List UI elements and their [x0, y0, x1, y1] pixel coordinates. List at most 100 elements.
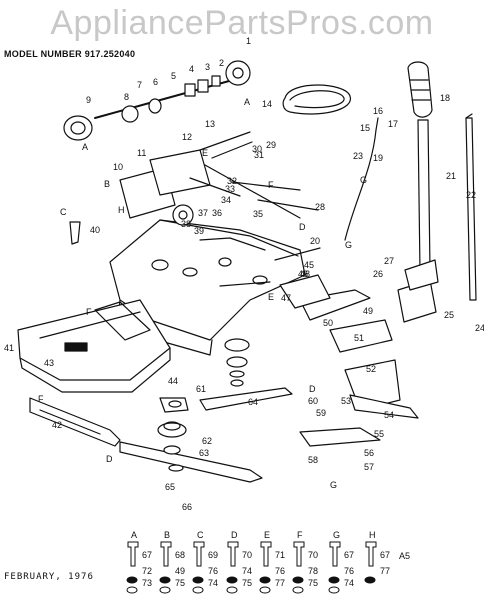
callout-43: 43: [44, 358, 54, 368]
callout-25: 25: [444, 310, 454, 320]
callout-35: 35: [253, 209, 263, 219]
legend-part-number: 76: [344, 566, 354, 576]
steering-column: [417, 119, 431, 273]
bolt-icon: [260, 541, 272, 567]
legend-part-number: 75: [308, 578, 318, 588]
callout-37: 37: [198, 208, 208, 218]
callout-5: 5: [171, 71, 176, 81]
callout-13: 13: [205, 119, 215, 129]
legend-part-number: 76: [208, 566, 218, 576]
callout-36: 36: [212, 208, 222, 218]
washer-icon: [192, 576, 204, 584]
letter-key-f: F: [38, 394, 44, 404]
callout-39: 39: [194, 226, 204, 236]
callout-38: 38: [181, 219, 191, 229]
callout-45: 45: [304, 260, 314, 270]
callout-30: 30: [252, 144, 262, 154]
callout-15: 15: [360, 123, 370, 133]
callout-53: 53: [341, 396, 351, 406]
callout-61: 61: [196, 384, 206, 394]
footer-code: A5: [399, 551, 411, 561]
callout-31: 31: [254, 150, 264, 160]
washer-icon: [159, 576, 171, 584]
callout-62: 62: [202, 436, 212, 446]
callout-22: 22: [466, 190, 476, 200]
callout-46: 46: [298, 269, 308, 279]
callout-27: 27: [384, 256, 394, 266]
callout-63: 63: [199, 448, 209, 458]
letter-key-c: C: [60, 207, 67, 217]
callout-12: 12: [182, 132, 192, 142]
callout-32: 32: [227, 176, 237, 186]
legend-key-h: H: [369, 530, 376, 540]
callout-50: 50: [323, 318, 333, 328]
nut-icon: [328, 586, 340, 594]
legend-part-number: 67: [344, 550, 354, 560]
bolt-icon: [160, 541, 172, 567]
callout-57: 57: [364, 462, 374, 472]
nut-icon: [192, 586, 204, 594]
callout-34: 34: [221, 195, 231, 205]
callout-28: 28: [315, 202, 325, 212]
callout-6: 6: [153, 77, 158, 87]
callout-8: 8: [124, 92, 129, 102]
legend-part-number: 74: [208, 578, 218, 588]
washer-icon: [328, 576, 340, 584]
washer-icon: [364, 576, 376, 584]
bolt-icon: [293, 541, 305, 567]
legend-part-number: 69: [208, 550, 218, 560]
legend-part-number: 70: [308, 550, 318, 560]
callout-7: 7: [137, 80, 142, 90]
letter-key-g: G: [360, 175, 367, 185]
legend-part-number: 74: [344, 578, 354, 588]
bolt-icon: [227, 541, 239, 567]
letter-key-d: D: [299, 222, 306, 232]
legend-part-number: 78: [308, 566, 318, 576]
callout-18: 18: [440, 93, 450, 103]
callout-1: 1: [246, 36, 251, 46]
drive-belt: [282, 84, 351, 115]
nut-icon: [259, 586, 271, 594]
callout-14: 14: [262, 99, 272, 109]
callout-21: 21: [446, 171, 456, 181]
watermark: AppliancePartsPros.com: [50, 4, 434, 42]
legend-key-f: F: [297, 530, 303, 540]
callout-2: 2: [219, 58, 224, 68]
callout-47: 47: [281, 293, 291, 303]
letter-key-e: E: [268, 292, 274, 302]
mower-housing: [17, 299, 171, 381]
callout-10: 10: [113, 162, 123, 172]
nut-icon: [126, 586, 138, 594]
legend-key-g: G: [333, 530, 340, 540]
washer-icon: [292, 576, 304, 584]
callout-56: 56: [364, 448, 374, 458]
legend-part-number: 72: [142, 566, 152, 576]
legend-part-number: 75: [242, 578, 252, 588]
callout-26: 26: [373, 269, 383, 279]
legend-part-number: 77: [275, 578, 285, 588]
legend-part-number: 73: [142, 578, 152, 588]
legend-key-b: B: [164, 530, 170, 540]
callout-4: 4: [189, 64, 194, 74]
letter-key-f: F: [86, 307, 92, 317]
legend-part-number: 71: [275, 550, 285, 560]
letter-key-f: F: [268, 180, 274, 190]
letter-key-d: D: [309, 384, 316, 394]
letter-key-g: G: [345, 240, 352, 250]
bolt-icon: [329, 541, 341, 567]
callout-17: 17: [388, 119, 398, 129]
callout-54: 54: [384, 410, 394, 420]
legend-part-number: 76: [275, 566, 285, 576]
legend-key-d: D: [231, 530, 238, 540]
legend-part-number: 75: [175, 578, 185, 588]
callout-65: 65: [165, 482, 175, 492]
footer-date: FEBRUARY, 1976: [4, 572, 94, 582]
letter-key-a: A: [244, 97, 250, 107]
nut-icon: [159, 586, 171, 594]
legend-part-number: 67: [380, 550, 390, 560]
callout-59: 59: [316, 408, 326, 418]
legend-part-number: 74: [242, 566, 252, 576]
callout-55: 55: [374, 429, 384, 439]
callout-19: 19: [373, 153, 383, 163]
